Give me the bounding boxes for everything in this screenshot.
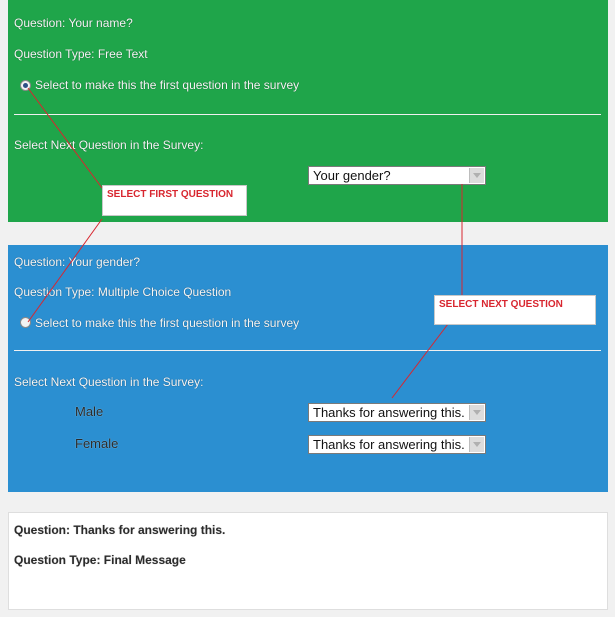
next-question-label: Select Next Question in the Survey:: [14, 138, 204, 152]
question-panel-final-message: Question: Thanks for answering this. Que…: [8, 512, 608, 610]
next-question-select-value: Thanks for answering this.: [313, 437, 465, 452]
first-question-label[interactable]: Select to make this the first question i…: [35, 316, 300, 330]
next-question-select-value: Thanks for answering this.: [313, 405, 465, 420]
question-title: Question: Your name?: [14, 16, 133, 30]
chevron-down-icon[interactable]: [469, 168, 484, 183]
callout-select-next-question: SELECT NEXT QUESTION: [434, 295, 596, 325]
question-type: Question Type: Free Text: [14, 47, 148, 61]
question-panel-your-gender: Question: Your gender? Question Type: Mu…: [8, 245, 608, 492]
next-question-select[interactable]: Your gender?: [308, 166, 486, 185]
callout-select-first-question: SELECT FIRST QUESTION: [102, 185, 247, 216]
first-question-radio[interactable]: [20, 317, 31, 328]
next-question-select-male[interactable]: Thanks for answering this.: [308, 403, 486, 422]
next-question-label: Select Next Question in the Survey:: [14, 375, 204, 389]
first-question-label[interactable]: Select to make this the first question i…: [35, 78, 300, 92]
divider: [14, 114, 601, 115]
chevron-down-icon[interactable]: [469, 437, 484, 452]
next-question-select-value: Your gender?: [313, 168, 391, 183]
question-panel-your-name: Question: Your name? Question Type: Free…: [8, 0, 608, 222]
next-question-select-female[interactable]: Thanks for answering this.: [308, 435, 486, 454]
question-type: Question Type: Final Message: [14, 553, 186, 567]
question-title: Question: Your gender?: [14, 255, 141, 269]
option-label-female: Female: [75, 436, 119, 451]
chevron-down-icon[interactable]: [469, 405, 484, 420]
first-question-radio[interactable]: [20, 80, 31, 91]
divider: [14, 350, 601, 351]
option-label-male: Male: [75, 404, 104, 419]
question-type: Question Type: Multiple Choice Question: [14, 285, 232, 299]
question-title: Question: Thanks for answering this.: [14, 523, 226, 537]
